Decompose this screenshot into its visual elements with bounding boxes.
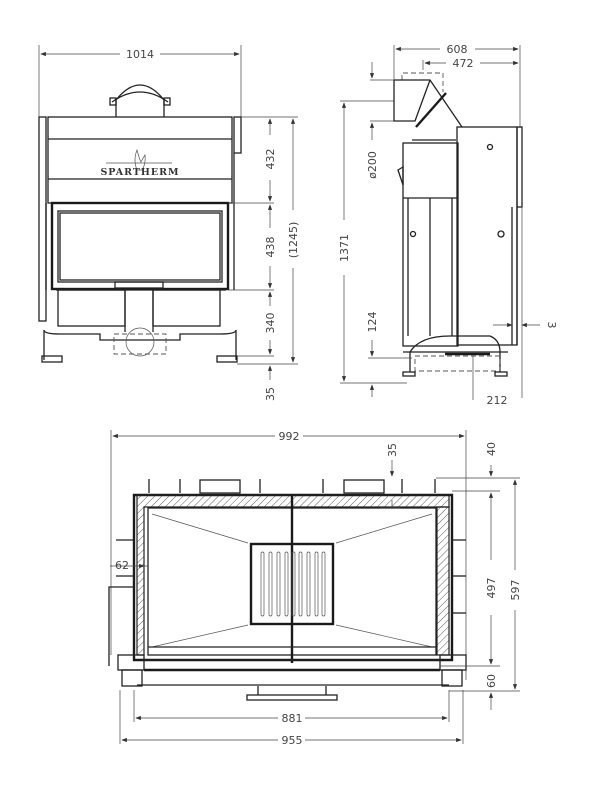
dim-air-inlet: 124 xyxy=(366,312,379,333)
dim-door-height: 438 xyxy=(264,237,277,258)
dim-top-height: 432 xyxy=(264,149,277,170)
plan-view: 992 xyxy=(108,430,522,747)
dim-front-depth: 60 xyxy=(485,674,498,688)
dim-flue-diameter: ø200 xyxy=(366,151,379,179)
dim-outer-width: 955 xyxy=(282,734,303,747)
dim-side-total-height: 1371 xyxy=(338,234,351,262)
dim-total-depth: 597 xyxy=(509,580,522,601)
dim-top-insulation: 35 xyxy=(386,443,399,457)
dim-overall-height: (1245) xyxy=(287,222,300,259)
dim-feet-height: 35 xyxy=(264,387,277,401)
dim-front-width: 1014 xyxy=(126,48,154,61)
dim-top-offset: 40 xyxy=(485,442,498,456)
dim-plan-width: 992 xyxy=(279,430,300,443)
dim-inner-depth: 497 xyxy=(485,578,498,599)
dim-side-depth: 608 xyxy=(447,43,468,56)
dim-bottom-depth: 212 xyxy=(487,394,508,407)
dim-side-wall: 62 xyxy=(115,559,129,572)
brand-logo: SPARTHERM xyxy=(100,167,179,178)
dim-side-gap: 3 xyxy=(545,322,558,329)
dim-flue-offset: 472 xyxy=(453,57,474,70)
dim-base-height: 340 xyxy=(264,313,277,334)
dim-inner-width: 881 xyxy=(282,712,303,725)
side-view: 608 472 xyxy=(338,43,558,407)
front-view: 1014 SPARTHERM xyxy=(38,45,300,401)
